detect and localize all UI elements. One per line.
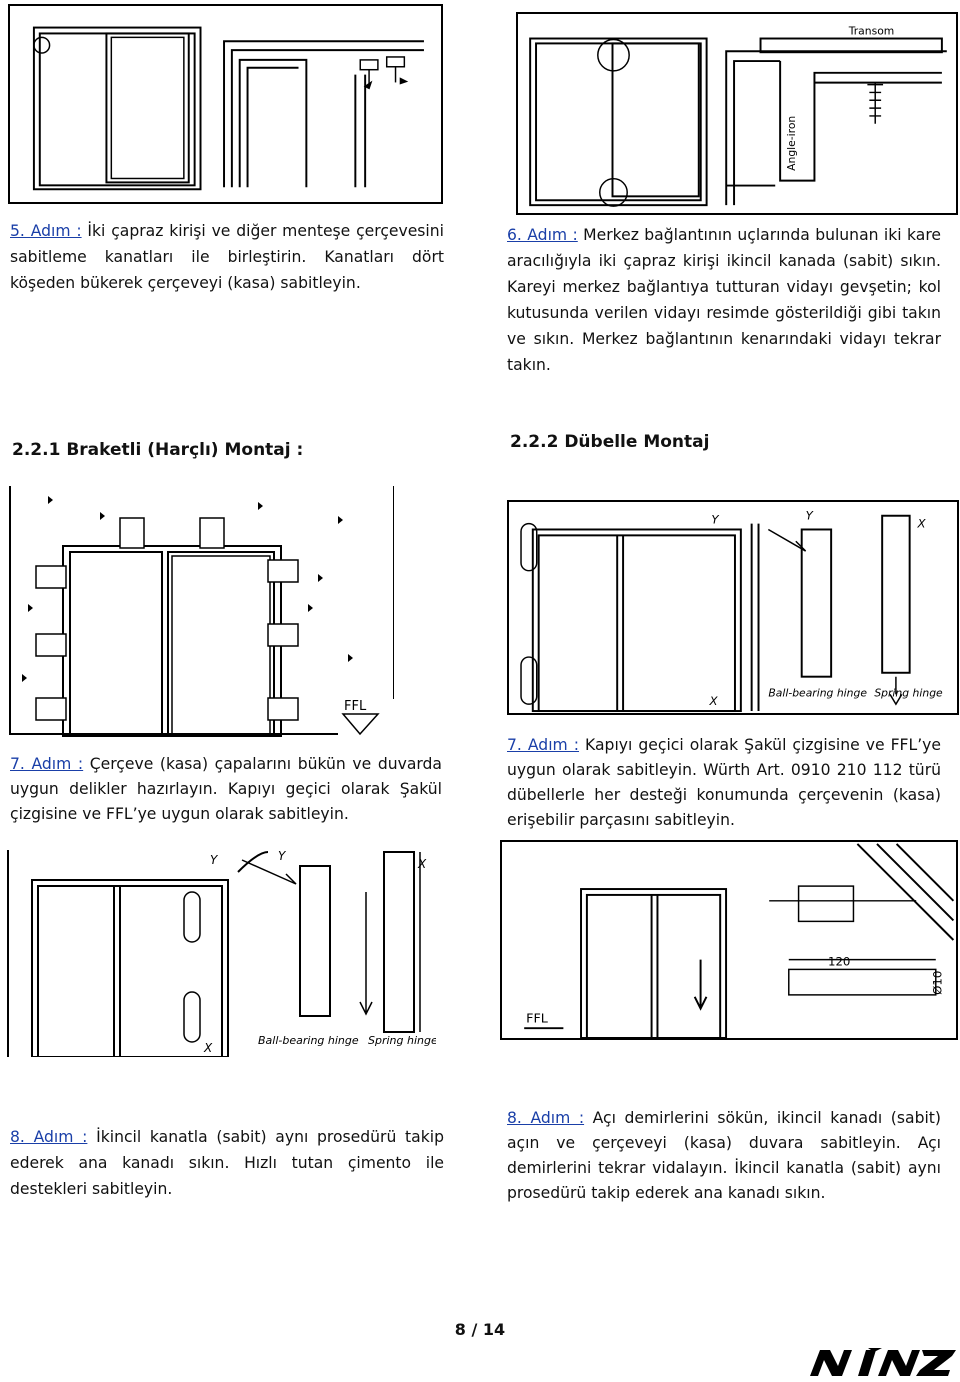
x-label-a: X xyxy=(917,517,927,531)
figure-hinge-adjustment: Y Y X X Ball-bearing hinge Spring hinge xyxy=(6,842,436,1057)
section-bracket-mounting-title: 2.2.1 Braketli (Harçlı) Montaj : xyxy=(12,440,304,460)
step5-prefix: 5. Adım : xyxy=(10,222,82,240)
step6-paragraph: 6. Adım : Merkez bağlantının uçlarında b… xyxy=(507,222,941,378)
x-label-b: X xyxy=(708,694,718,708)
figure-bracket-mounting: FFL xyxy=(8,484,394,737)
step8-right-prefix: 8. Adım : xyxy=(507,1109,585,1127)
step5-text: İki çapraz kirişi ve diğer menteşe çerçe… xyxy=(10,222,444,292)
x-label-d: X xyxy=(203,1041,213,1055)
step8-left-prefix: 8. Adım : xyxy=(10,1128,88,1146)
step7-right-text: Kapıyı geçici olarak Şakül çizgisine ve … xyxy=(507,736,941,829)
y-label-a: Y xyxy=(711,513,719,527)
figure-frame-assembly xyxy=(8,4,443,204)
step7-left-text: Çerçeve (kasa) çapalarını bükün ve duvar… xyxy=(10,755,442,823)
step8-right-text: Açı demirlerini sökün, ikincil kanadı (s… xyxy=(507,1109,941,1202)
step6-text: Merkez bağlantının uçlarında bulunan iki… xyxy=(507,226,941,374)
step8-left-text: İkincil kanatla (sabit) aynı prosedürü t… xyxy=(10,1128,444,1198)
figure-dowel-detail: 120 Ø10 FFL xyxy=(500,840,958,1040)
bracket-mounting-drawing: FFL xyxy=(9,486,394,737)
step7-left-paragraph: 7. Adım : Çerçeve (kasa) çapalarını bükü… xyxy=(10,752,442,827)
section-dowel-mounting-title: 2.2.2 Dübelle Montaj xyxy=(510,432,710,452)
y-label-d: Y xyxy=(278,849,287,863)
ffl-label-dowel: FFL xyxy=(526,1011,549,1026)
step8-right-paragraph: 8. Adım : Açı demirlerini sökün, ikincil… xyxy=(507,1106,941,1206)
transom-label: Transom xyxy=(848,25,895,38)
x-label-c: X xyxy=(417,857,427,871)
brand-logo xyxy=(808,1348,958,1378)
step6-prefix: 6. Adım : xyxy=(507,226,578,244)
angle-iron-label: Angle-iron xyxy=(785,116,798,171)
dowel-mounting-drawing: Y Y X X Ball-bearing hinge Spring hinge xyxy=(520,509,943,713)
step7-left-prefix: 7. Adım : xyxy=(10,755,84,773)
spring-hinge-label-2: Spring hinge xyxy=(368,1034,436,1047)
step8-left-paragraph: 8. Adım : İkincil kanatla (sabit) aynı p… xyxy=(10,1124,444,1202)
spring-hinge-label: Spring hinge xyxy=(874,686,943,699)
dowel-detail-drawing: 120 Ø10 FFL xyxy=(524,843,955,1038)
logo-mark xyxy=(810,1348,956,1376)
y-label-c: Y xyxy=(210,853,219,867)
dim-d10-label: Ø10 xyxy=(931,971,945,995)
figure-dowel-mounting: Y Y X X Ball-bearing hinge Spring hinge xyxy=(507,500,959,715)
ball-bearing-hinge-label: Ball-bearing hinge xyxy=(768,686,867,699)
dim-120-label: 120 xyxy=(828,954,850,968)
page-number: 8 / 14 xyxy=(454,1320,506,1339)
ball-bearing-hinge-label-2: Ball-bearing hinge xyxy=(258,1034,359,1047)
ffl-label-bracket: FFL xyxy=(344,699,367,714)
y-label-b: Y xyxy=(806,509,814,523)
frame-assembly-drawing xyxy=(32,26,424,191)
transom-drawing: Transom Angle-iron xyxy=(529,25,947,207)
step5-paragraph: 5. Adım : İki çapraz kirişi ve diğer men… xyxy=(10,218,444,296)
step7-right-prefix: 7. Adım : xyxy=(507,736,580,754)
hinge-adjustment-drawing: Y Y X X Ball-bearing hinge Spring hinge xyxy=(7,849,436,1057)
figure-transom-angle-iron: Transom Angle-iron xyxy=(516,12,958,215)
step7-right-paragraph: 7. Adım : Kapıyı geçici olarak Şakül çiz… xyxy=(507,733,941,833)
